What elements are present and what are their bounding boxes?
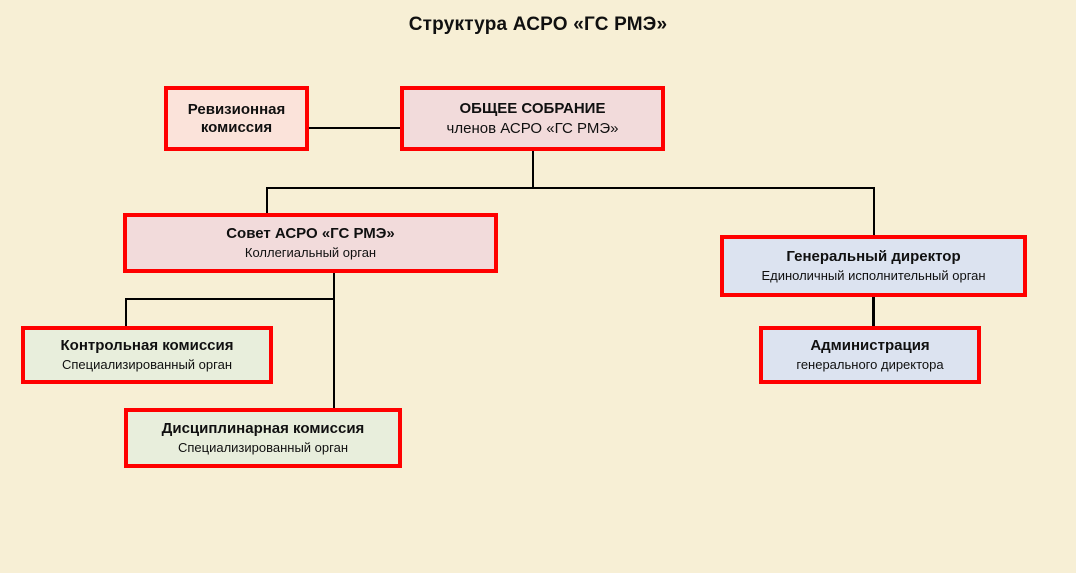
node-council[interactable]: Совет АСРО «ГС РМЭ» Коллегиальный орган <box>123 213 498 273</box>
node-title: Дисциплинарная комиссия <box>161 420 365 438</box>
node-title: Администрация <box>810 337 930 355</box>
node-subtitle: Специализированный орган <box>61 357 232 373</box>
connector-assembly-split-bar <box>266 187 875 189</box>
node-title: Контрольная комиссия <box>60 337 234 355</box>
node-title: ОБЩЕЕ СОБРАНИЕ <box>459 99 606 117</box>
node-administration[interactable]: Администрация генерального директора <box>759 326 981 384</box>
node-subtitle: членов АСРО «ГС РМЭ» <box>446 119 619 137</box>
connector-director-to-administration <box>872 297 875 328</box>
node-subtitle: генерального директора <box>796 357 944 373</box>
node-subtitle: Специализированный орган <box>177 440 348 456</box>
node-subtitle: Единоличный исполнительный орган <box>761 268 986 284</box>
connector-council-split-bar <box>125 298 335 300</box>
page-title: Структура АСРО «ГС РМЭ» <box>408 14 668 35</box>
connector-council-stem-down <box>333 273 335 410</box>
node-title: Генеральный директор <box>786 248 961 266</box>
node-title: Ревизионная <box>187 100 286 118</box>
node-title: Совет АСРО «ГС РМЭ» <box>226 225 395 243</box>
node-title-line2: комиссия <box>200 118 273 136</box>
connector-revision-to-assembly <box>307 127 402 129</box>
connector-bar-to-council <box>266 187 268 215</box>
connector-bar-to-director <box>873 187 875 237</box>
connector-assembly-stem-down <box>532 151 534 189</box>
connector-bar-to-control <box>125 298 127 328</box>
node-general-assembly[interactable]: ОБЩЕЕ СОБРАНИЕ членов АСРО «ГС РМЭ» <box>400 86 665 151</box>
node-subtitle: Коллегиальный орган <box>244 245 377 261</box>
